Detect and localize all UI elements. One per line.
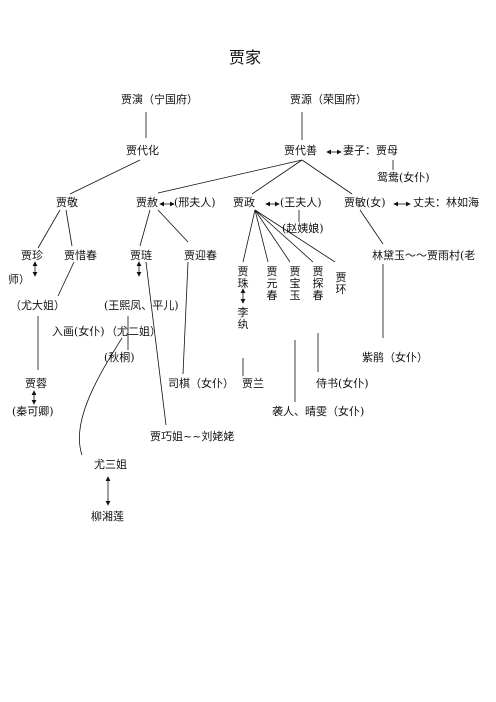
node-jia-daihua: 贾代化 <box>126 144 159 157</box>
node-jia-xichun: 贾惜春 <box>64 249 97 262</box>
line-daishan-zheng <box>251 159 303 195</box>
line-secondyou-thirdyou <box>79 337 123 456</box>
node-second-you: （尤二姐） <box>106 325 161 338</box>
node-jia-huan: 贾环 <box>335 271 347 296</box>
node-teacher-suffix: 师） <box>8 273 30 286</box>
node-wife-jiamu: 妻子：贾母 <box>343 144 398 157</box>
node-qiaojie: 贾巧姐~~刘姥姥 <box>150 430 235 443</box>
line-she-lian <box>139 209 151 247</box>
node-jia-tanchun: 贾探春 <box>312 265 324 302</box>
node-jia-baoyu: 贾宝玉 <box>289 265 301 302</box>
node-jia-lian: 贾琏 <box>130 249 152 262</box>
node-ruhua: 入画(女仆) <box>52 325 105 338</box>
node-concubine-zhao: (赵姨娘) <box>282 222 324 235</box>
line-daihua-jing <box>69 159 141 195</box>
node-jia-yan: 贾演（宁国府） <box>121 93 198 106</box>
line-min-daiyu <box>359 209 384 245</box>
node-elder-you: （尤大姐） <box>10 299 65 312</box>
node-liu-xianglian: 柳湘莲 <box>91 510 124 523</box>
node-husband-lin: 丈夫：林如海 <box>413 196 479 209</box>
node-third-you: 尤三姐 <box>94 458 127 471</box>
node-qiutong: (秋桐) <box>104 351 135 364</box>
line-zheng-zhu <box>242 209 256 263</box>
node-jia-yuan: 贾源（荣国府） <box>290 93 367 106</box>
node-li-wan: 李纨 <box>237 306 249 331</box>
node-jia-jing: 贾敬 <box>56 196 78 209</box>
node-jia-rong: 贾蓉 <box>25 377 47 390</box>
node-yuanyang: 鸳鸯(女仆) <box>377 171 430 184</box>
line-zheng-huan <box>254 209 336 263</box>
line-daishan-she <box>157 159 303 194</box>
node-lady-xing: (邢夫人) <box>174 196 216 209</box>
line-xichun-elderyou <box>57 261 75 297</box>
line-jing-zhen <box>37 209 61 249</box>
node-zijuan: 紫鹃（女仆） <box>362 351 428 364</box>
node-jia-zhu: 贾珠 <box>237 265 249 290</box>
line-lian-qiaojie <box>145 261 167 426</box>
line-zheng-baoyu <box>254 209 291 263</box>
node-shishu: 侍书(女仆) <box>316 377 369 390</box>
node-jia-min: 贾敏(女) <box>344 196 386 209</box>
line-she-yingchun <box>157 209 189 243</box>
node-jia-yingchun: 贾迎春 <box>184 249 217 262</box>
node-jia-yuanchun: 贾元春 <box>266 265 278 302</box>
node-jia-zheng: 贾政 <box>233 196 255 209</box>
node-jia-zhen: 贾珍 <box>21 249 43 262</box>
line-jing-xichun <box>65 209 73 247</box>
node-jia-she: 贾赦 <box>136 196 158 209</box>
line-yingchun-siqi <box>182 261 189 375</box>
line-daishan-min <box>301 159 353 195</box>
node-jia-lan: 贾兰 <box>242 377 264 390</box>
node-lin-daiyu: 林黛玉～～贾雨村(老 <box>372 249 476 262</box>
node-qin-keqing: (秦可卿) <box>12 405 54 418</box>
node-lady-wang: (王夫人) <box>280 196 322 209</box>
page-title: 贾家 <box>229 48 262 67</box>
node-siqi: 司棋（女仆） <box>168 377 234 390</box>
node-wang-xifeng: (王熙凤、平儿) <box>104 299 179 312</box>
node-jia-daishan: 贾代善 <box>284 144 317 157</box>
line-zheng-yuanchun <box>254 209 269 263</box>
node-xiren-qingwen: 袭人、晴雯（女仆) <box>272 405 365 418</box>
line-zheng-tanchun <box>254 209 314 263</box>
